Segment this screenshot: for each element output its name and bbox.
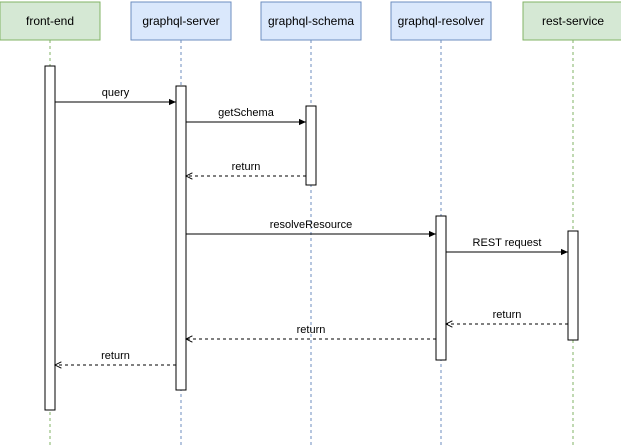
message-label: getSchema <box>218 107 275 119</box>
message-label: REST request <box>473 237 542 249</box>
message-return: return <box>55 350 176 365</box>
message-label: return <box>297 324 326 336</box>
message-return: return <box>186 161 306 176</box>
activation-graphql-server <box>175 85 187 391</box>
message-return: return <box>186 324 436 339</box>
message-query: query <box>55 87 176 106</box>
participant-label: rest-service <box>542 14 604 28</box>
activation-graphql-resolver <box>435 215 447 361</box>
participant-label: graphql-server <box>142 14 219 28</box>
message-label: return <box>493 309 522 321</box>
message-resolveresource: resolveResource <box>186 219 436 238</box>
message-getschema: getSchema <box>186 107 306 126</box>
participant-rest-service: rest-service <box>522 1 621 41</box>
message-return: return <box>446 309 568 324</box>
message-label: return <box>101 350 130 362</box>
participant-graphql-server: graphql-server <box>130 1 232 41</box>
participant-label: graphql-resolver <box>398 14 485 28</box>
participant-graphql-resolver: graphql-resolver <box>390 1 492 41</box>
participant-label: front-end <box>26 14 74 28</box>
participant-label: graphql-schema <box>268 14 354 28</box>
message-rest-request: REST request <box>446 237 568 256</box>
activation-front-end <box>44 65 56 411</box>
participant-graphql-schema: graphql-schema <box>260 1 362 41</box>
message-label: resolveResource <box>270 219 353 231</box>
message-label: query <box>102 87 130 99</box>
activation-graphql-schema <box>305 105 317 186</box>
message-label: return <box>232 161 261 173</box>
activation-rest-service <box>567 230 579 341</box>
participant-front-end: front-end <box>0 1 101 41</box>
